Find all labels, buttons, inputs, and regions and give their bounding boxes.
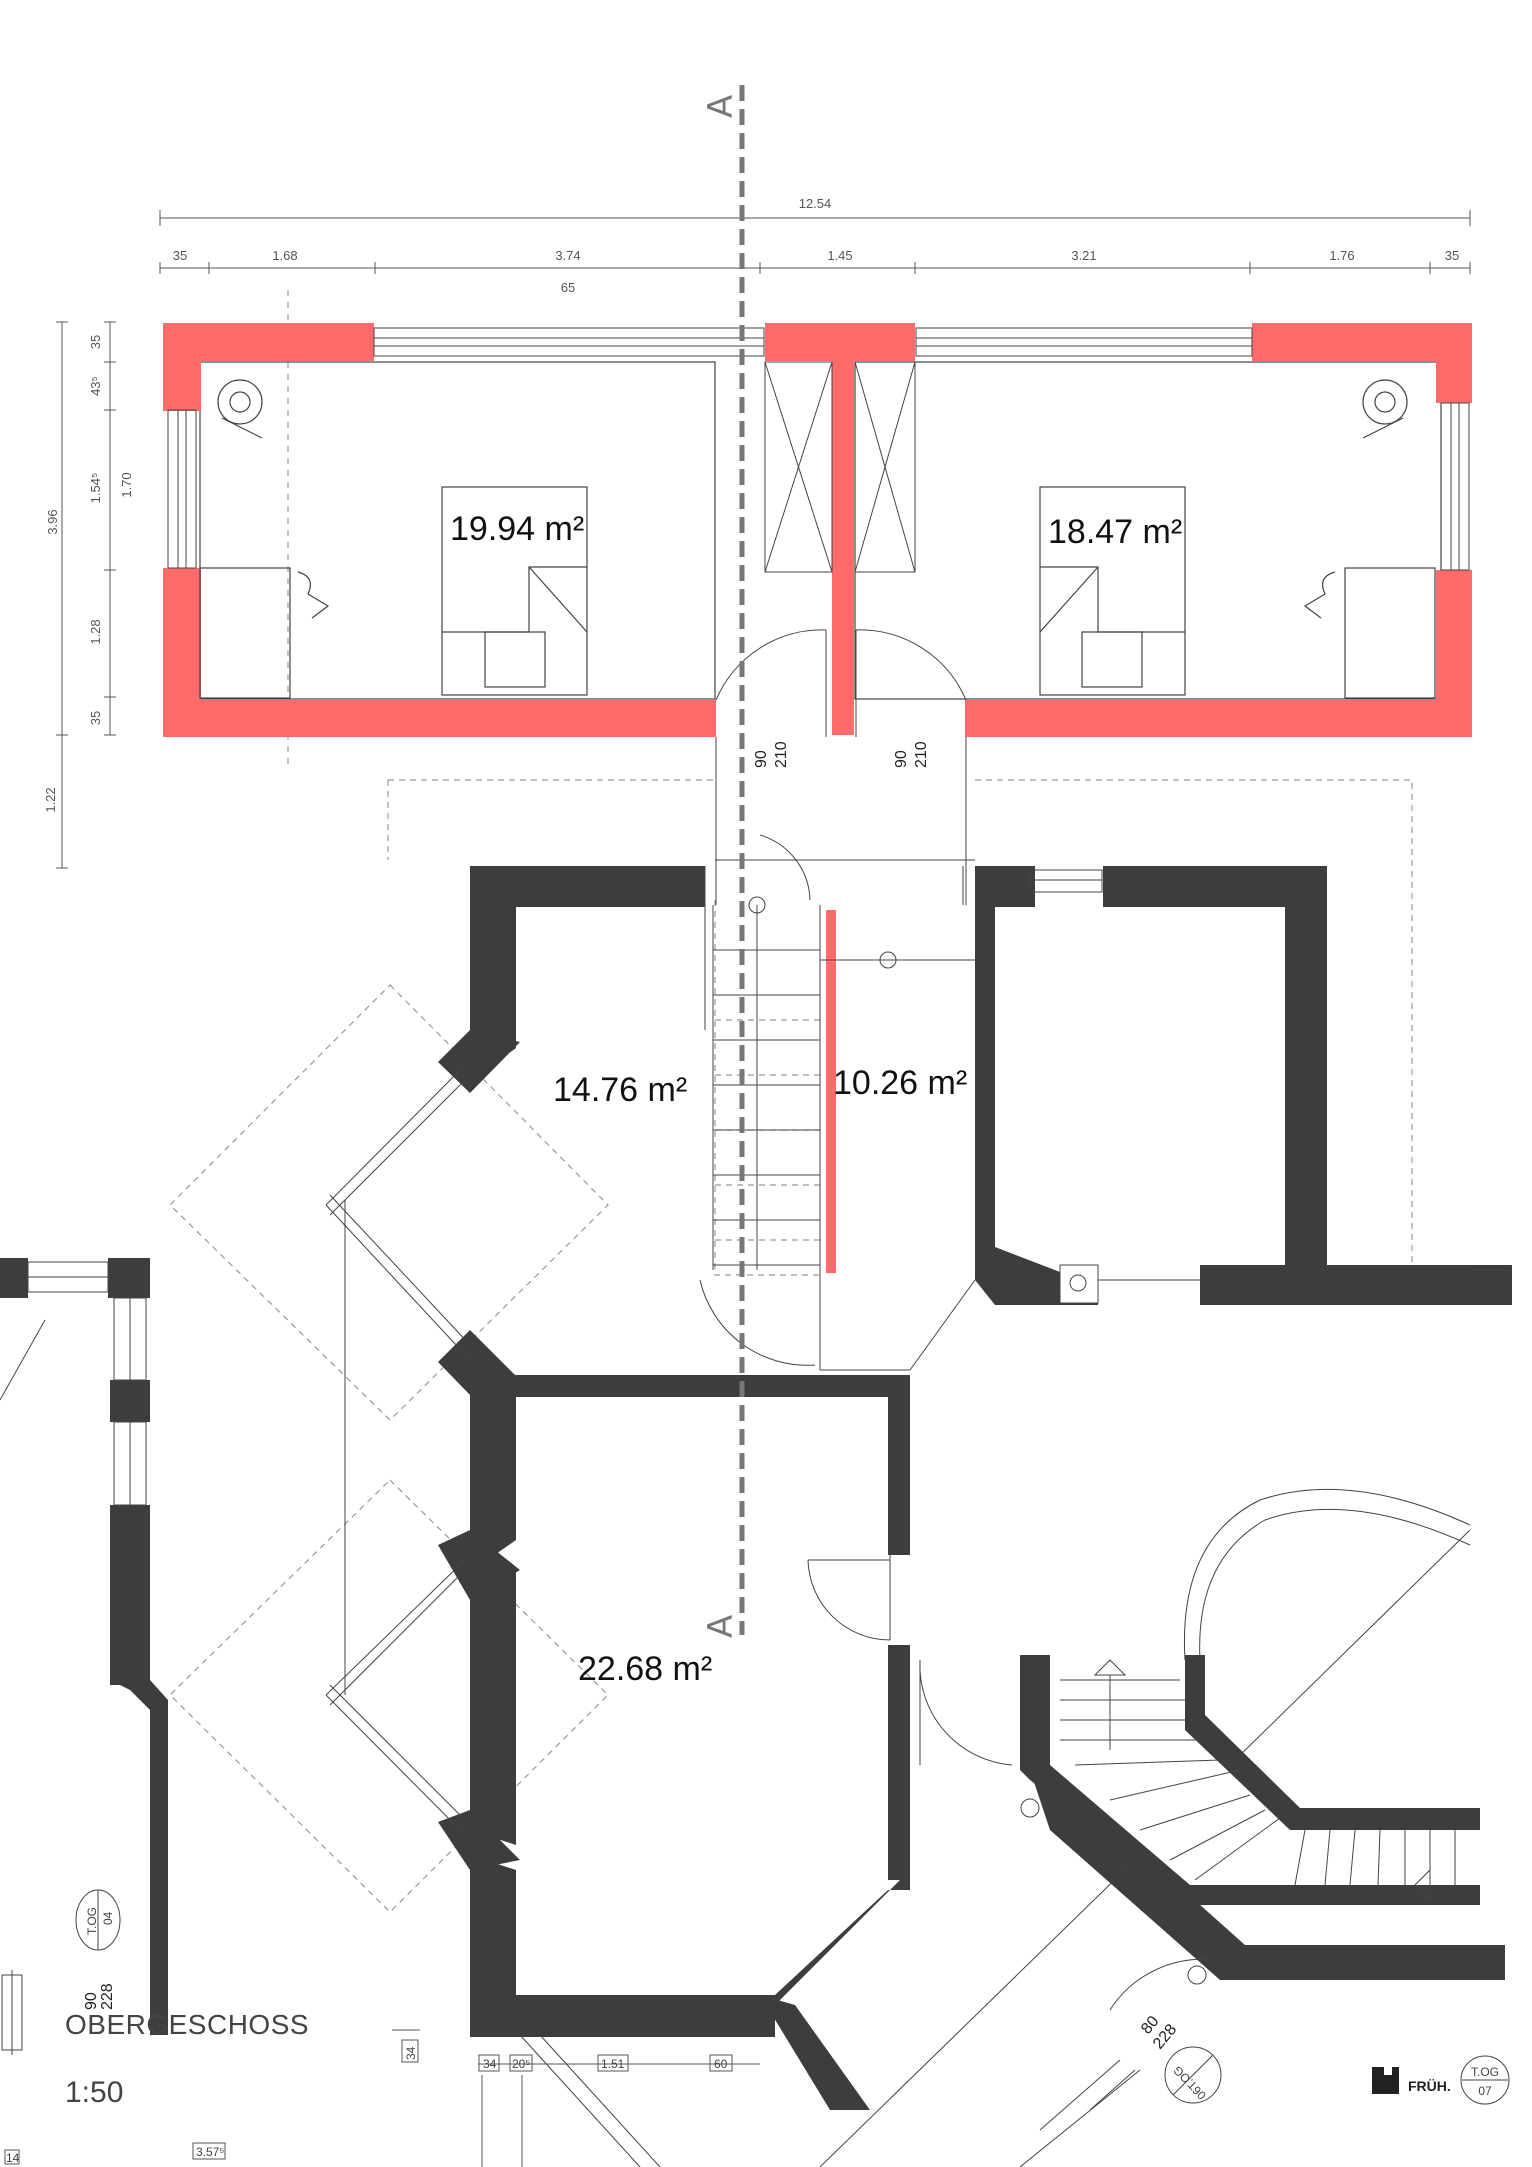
room-area-10-26: 10.26 m² — [833, 1064, 967, 1102]
dim-total: 12.54 — [799, 196, 832, 211]
dim-left-window: 1.70 — [119, 472, 134, 497]
door-1-height: 210 — [773, 741, 790, 768]
bottom-dimension-chain — [4, 2029, 760, 2167]
drawing-scale: 1:50 — [65, 2076, 123, 2109]
upper-windows — [167, 327, 1470, 571]
door-2-height: 210 — [913, 741, 930, 768]
dim-bottom-misc: 3.57⁵ — [196, 2145, 224, 2159]
dim-left-seg-3: 1.54⁵ — [88, 473, 103, 504]
room-area-14-76: 14.76 m² — [553, 1071, 687, 1109]
section-label-bottom: A — [701, 1615, 741, 1638]
dim-bottom-1: 34 — [483, 2057, 497, 2071]
sheet-tag: T.OG 07 — [1460, 2055, 1510, 2105]
dim-left-seg-2: 43⁵ — [88, 376, 103, 396]
desks — [199, 567, 1436, 699]
sheet-tag-number: 07 — [1478, 2084, 1492, 2098]
upper-doors — [715, 629, 967, 905]
dim-seg-3: 3.74 — [555, 248, 580, 263]
door-tag-left: T.OG 04 — [75, 1889, 121, 1951]
hall-staircase — [699, 834, 975, 1366]
dim-lower-left: 1.22 — [43, 787, 58, 812]
fruh-logo: FRÜH. — [1372, 2067, 1451, 2094]
dim-bottom-vertical: 34 — [404, 2046, 418, 2060]
dim-seg-6: 1.76 — [1329, 248, 1354, 263]
door-tag-bottom: T.OG 06 — [1164, 2046, 1222, 2104]
dim-seg-5: 3.21 — [1071, 248, 1096, 263]
dim-left-seg-4: 1.28 — [88, 619, 103, 644]
logo-text: FRÜH. — [1408, 2078, 1451, 2094]
door-1-width: 90 — [753, 750, 770, 768]
left-dimension-chain — [56, 290, 289, 869]
room-area-18-47: 18.47 m² — [1048, 513, 1182, 551]
armchairs — [217, 379, 1408, 439]
top-dimension-chain — [159, 210, 1471, 274]
sheet-tag-code: T.OG — [1471, 2065, 1499, 2079]
dim-left-seg-5: 35 — [88, 711, 103, 725]
dim-seg-7: 35 — [1445, 248, 1459, 263]
dim-left-seg-1: 35 — [88, 335, 103, 349]
existing-walls — [0, 866, 1512, 2110]
dim-left-outer: 3.96 — [45, 509, 60, 534]
new-walls — [163, 323, 1472, 1273]
dim-bottom-2: 20⁵ — [512, 2057, 530, 2071]
dim-sub: 65 — [561, 280, 575, 295]
wardrobes — [764, 361, 916, 573]
door-3-height: 228 — [99, 1983, 116, 2010]
dim-seg-4: 1.45 — [827, 248, 852, 263]
door-tag-left-code: T.OG — [85, 1907, 99, 1935]
dim-seg-2: 1.68 — [272, 248, 297, 263]
room-area-22-68: 22.68 m² — [578, 1650, 712, 1688]
room-area-19-94: 19.94 m² — [450, 510, 584, 548]
dim-bottom-small: 14 — [6, 2151, 20, 2165]
dim-seg-1: 35 — [173, 248, 187, 263]
door-2-width: 90 — [893, 750, 910, 768]
section-label-top: A — [701, 95, 741, 118]
door-3-width: 90 — [83, 1992, 100, 2010]
dashed-outlines — [169, 779, 1413, 1913]
dim-bottom-4: 60 — [714, 2057, 728, 2071]
dim-bottom-3: 1.51 — [601, 2057, 625, 2071]
new-upper-wing — [163, 323, 1472, 1273]
beds — [441, 486, 1186, 696]
drawing-title: OBERGESCHOSS — [65, 2009, 309, 2040]
door-tag-left-number: 04 — [101, 1911, 115, 1925]
existing-detail-lines — [0, 869, 1510, 2167]
